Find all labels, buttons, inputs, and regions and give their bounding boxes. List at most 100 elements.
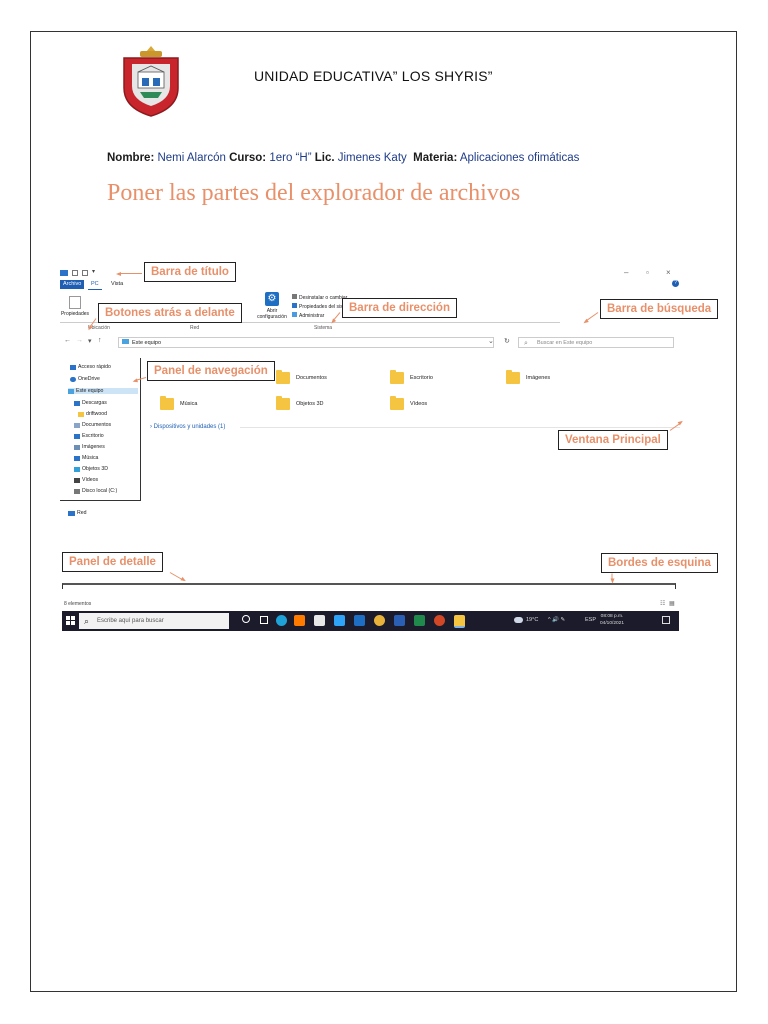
nav-item-pictures[interactable]: Imágenes (74, 444, 105, 450)
callout-address-bar: Barra de dirección (342, 298, 457, 318)
input-language[interactable]: ESP (585, 617, 597, 623)
nav-label: Este equipo (76, 388, 104, 394)
ribbon-manage-button[interactable]: Administrar (292, 312, 354, 321)
document-icon (74, 422, 80, 428)
store-app-icon[interactable] (314, 615, 325, 626)
task-view-icon[interactable] (260, 616, 268, 624)
tab-vista[interactable]: Vista (111, 281, 124, 287)
word-app-icon[interactable] (394, 615, 405, 626)
weather-temperature[interactable]: 19°C (526, 617, 539, 623)
cloud-icon (70, 376, 76, 382)
nav-item-driftwood[interactable]: driftwood (78, 411, 107, 417)
properties-label: Propiedades (60, 311, 90, 317)
nav-label: Disco local (C:) (82, 488, 118, 494)
folder-videos[interactable]: Vídeos (390, 396, 427, 410)
nav-item-desktop[interactable]: Escritorio (74, 433, 104, 439)
ribbon-uninstall-button[interactable]: Desinstalar o cambiar (292, 294, 354, 303)
forward-button[interactable]: → (76, 337, 83, 344)
minimize-button[interactable]: – (624, 268, 629, 277)
ribbon-system-actions: Desinstalar o cambiar Propiedades del si… (292, 294, 354, 321)
nav-item-this-pc[interactable]: Este equipo (68, 388, 138, 394)
chrome-app-icon[interactable] (374, 615, 385, 626)
callout-title-bar: Barra de título (144, 262, 236, 282)
folder-3d-objects[interactable]: Objetos 3D (276, 396, 324, 410)
start-pane (71, 621, 75, 625)
edge-app-icon[interactable] (276, 615, 287, 626)
nav-item-music[interactable]: Música (74, 455, 98, 461)
system-properties-label: Propiedades del sistema (299, 304, 354, 310)
nav-item-onedrive[interactable]: OneDrive (70, 376, 100, 382)
new-folder-icon (82, 270, 88, 276)
callout-nav-panel: Panel de navegación (147, 361, 275, 381)
taskbar-search-input[interactable]: ⌕ Escribe aquí para buscar (79, 613, 229, 629)
tab-pc[interactable]: PC (88, 280, 102, 290)
callout-search-bar: Barra de búsqueda (600, 299, 719, 319)
system-tray-icons[interactable]: ^ 🔊 ✎ (548, 617, 566, 623)
nav-item-3d-objects[interactable]: Objetos 3D (74, 466, 108, 472)
address-path: Este equipo (132, 340, 162, 346)
ribbon-system-properties-button[interactable]: Propiedades del sistema (292, 303, 354, 312)
nav-item-downloads[interactable]: Descargas (74, 400, 107, 406)
uninstall-label: Desinstalar o cambiar (299, 295, 348, 301)
close-button[interactable]: × (666, 268, 671, 277)
open-settings-label: Abrir configuración (257, 308, 287, 320)
maximize-button[interactable]: ▫ (646, 268, 649, 277)
folder-music[interactable]: Música (160, 396, 198, 410)
arrow-corner-borders (611, 573, 613, 582)
field-value-course: 1ero “H” (269, 152, 312, 164)
search-placeholder: Buscar en Este equipo (537, 340, 593, 346)
file-explorer-app-icon[interactable] (454, 615, 465, 628)
section-divider (240, 427, 680, 428)
folder-label: Música (180, 401, 198, 407)
callout-main-window: Ventana Principal (558, 430, 668, 450)
address-bar[interactable]: Este equipo (118, 337, 494, 348)
address-dropdown-button[interactable]: ⌄ (488, 338, 494, 345)
folder-icon (160, 396, 174, 410)
help-icon[interactable]: ? (672, 280, 679, 287)
folder-icon (276, 370, 290, 384)
nav-item-quick-access[interactable]: Acceso rápido (70, 364, 111, 370)
powerpoint-app-icon[interactable] (434, 615, 445, 626)
clock-date: 04/10/2021 (600, 620, 625, 626)
refresh-button[interactable]: ↻ (504, 338, 510, 345)
star-icon (70, 364, 76, 370)
nav-item-videos[interactable]: Vídeos (74, 477, 98, 483)
photoshop-app-icon[interactable] (334, 615, 345, 626)
up-button[interactable]: ↑ (98, 337, 102, 344)
nav-item-local-disk[interactable]: Disco local (C:) (74, 488, 117, 494)
back-button[interactable]: ← (64, 337, 71, 344)
view-toggle-icons[interactable]: ☷ ▦ (660, 601, 676, 607)
folder-label: Objetos 3D (296, 401, 324, 407)
video-icon (74, 477, 80, 483)
mail-app-icon[interactable] (354, 615, 365, 626)
nav-item-documents[interactable]: Documentos (74, 422, 111, 428)
field-value-name: Nemi Alarcón (157, 152, 226, 164)
folder-desktop[interactable]: Escritorio (390, 370, 433, 384)
ribbon-tabs: Archivo PC Vista (60, 278, 686, 290)
folder-documents[interactable]: Documentos (276, 370, 327, 384)
field-label-name: Nombre: (107, 152, 155, 164)
cortana-icon[interactable] (242, 615, 250, 623)
field-label-subject: Materia: (413, 152, 458, 164)
ribbon-group-location: Ubicación (88, 325, 110, 331)
arrow-title-bar (118, 273, 142, 274)
folder-pictures[interactable]: Imágenes (506, 370, 551, 384)
field-value-subject: Aplicaciones ofimáticas (459, 152, 580, 164)
devices-section-header[interactable]: › Dispositivos y unidades (1) (150, 424, 226, 430)
taskbar-search-placeholder: Escribe aquí para buscar (97, 618, 164, 624)
excel-app-icon[interactable] (414, 615, 425, 626)
tab-archivo[interactable]: Archivo (60, 280, 85, 289)
illustrator-app-icon[interactable] (294, 615, 305, 626)
ribbon-open-settings-button[interactable]: ⚙ Abrir configuración (254, 292, 290, 320)
recent-dropdown-button[interactable]: ▾ (88, 338, 92, 345)
notifications-icon[interactable] (662, 616, 670, 624)
search-input[interactable]: ⌕ Buscar en Este equipo (518, 337, 674, 348)
taskbar-clock[interactable]: 08:08 p.m. 04/10/2021 (600, 614, 624, 627)
folder-label: Imágenes (526, 375, 551, 381)
nav-item-network[interactable]: Red (68, 510, 87, 516)
field-label-course: Curso: (229, 152, 267, 164)
manage-label: Administrar (299, 313, 325, 319)
network-icon (68, 510, 75, 516)
ribbon-properties-button[interactable]: Propiedades (60, 296, 90, 317)
windows-start-icon[interactable] (66, 616, 75, 625)
